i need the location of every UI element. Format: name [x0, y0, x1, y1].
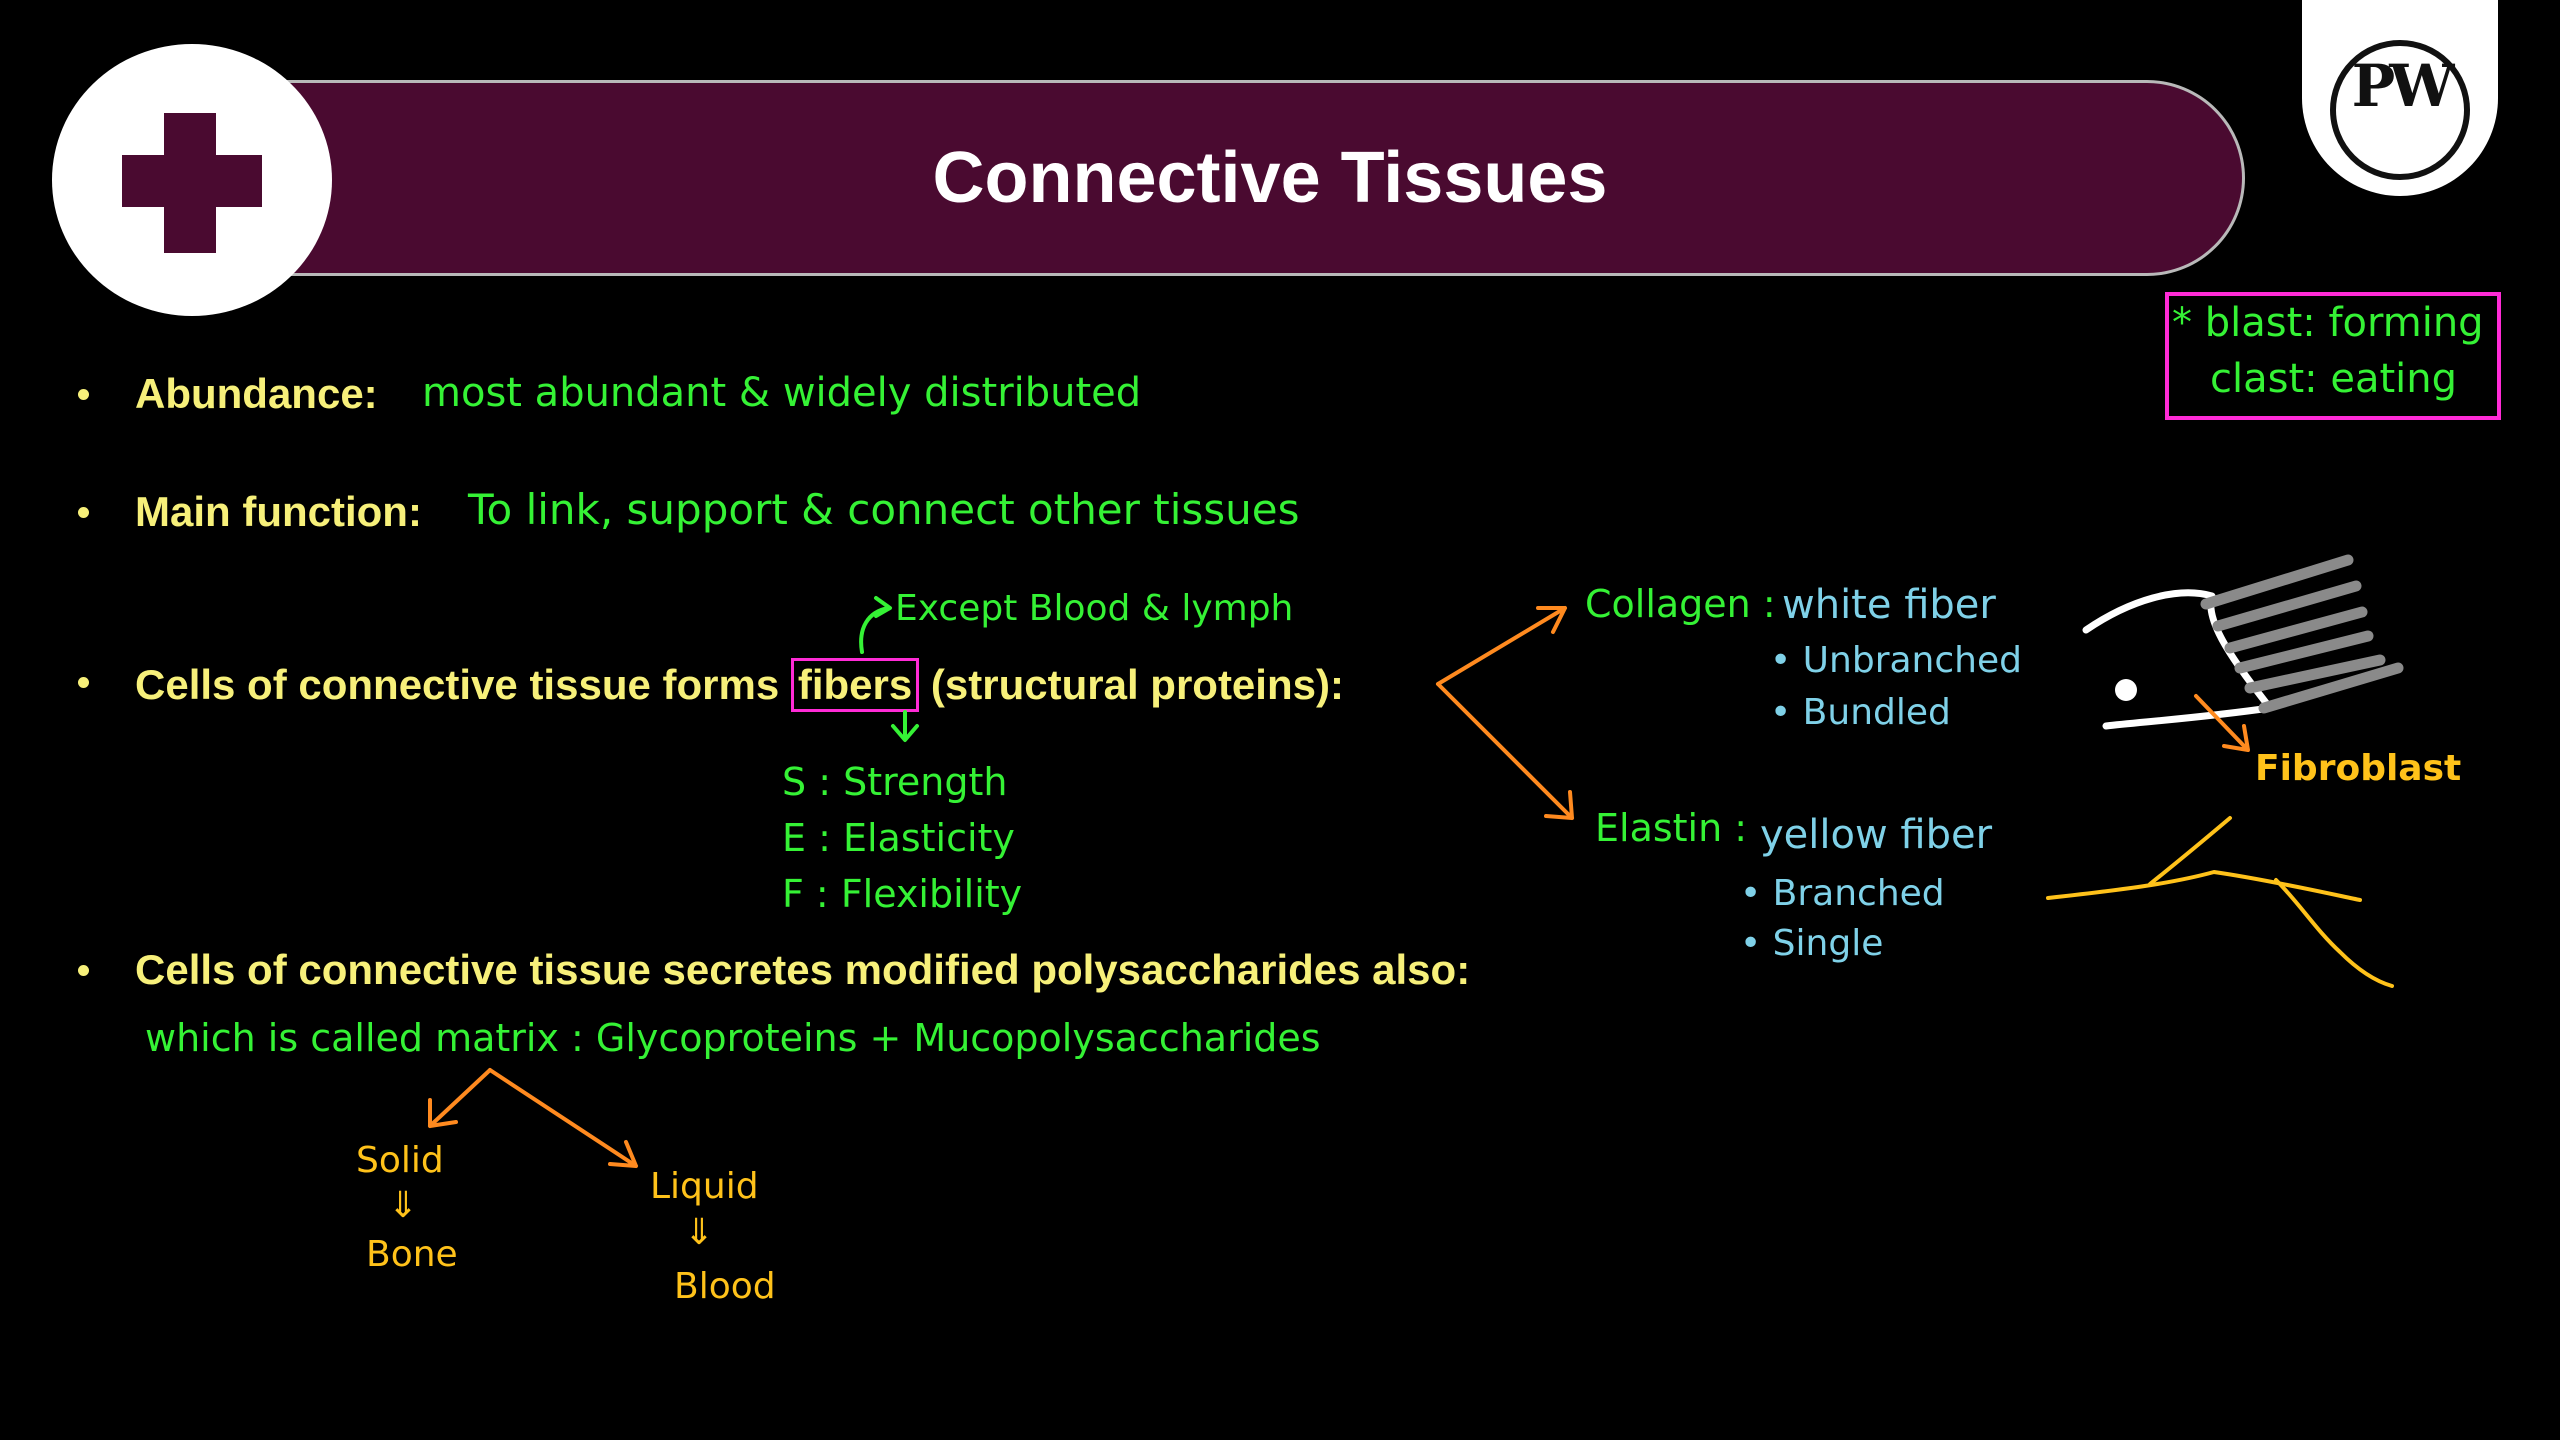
- matrix-liquid-arrow: ⇓: [684, 1212, 715, 1253]
- bullet-abundance-label: Abundance:: [135, 370, 378, 417]
- bullet-dot: [78, 677, 89, 688]
- collagen-fiber-3: [2224, 606, 2368, 654]
- bullet-dot: [78, 389, 89, 400]
- elastin-point-1: • Branched: [1740, 873, 1945, 914]
- fibers-highlight: fibers: [790, 658, 920, 712]
- pw-logo-text: PW: [2351, 52, 2455, 120]
- matrix-blood: Blood: [674, 1266, 776, 1307]
- collagen-label: Collagen :: [1585, 582, 1776, 626]
- bullet-function-label: Main function:: [135, 488, 422, 535]
- fibroblast-nucleus: [2115, 679, 2137, 701]
- note-blast: * blast: forming: [2172, 300, 2484, 346]
- note-box: [2165, 292, 2501, 420]
- collagen-fiber-1: [2200, 554, 2354, 610]
- bullet-dot: [78, 965, 89, 976]
- elastin-fiber-branch-1: [2148, 816, 2232, 886]
- matrix-solid-arrow: ⇓: [388, 1185, 419, 1226]
- matrix-solid: Solid: [356, 1140, 444, 1181]
- collagen-fiber-4: [2234, 630, 2374, 674]
- except-arrow: [859, 606, 890, 654]
- title-banner: [200, 80, 2245, 276]
- pw-logo-ring: [2330, 40, 2470, 180]
- bullet-fibers-before: Cells of connective tissue forms: [135, 661, 780, 708]
- elastin-fiber-branch-2: [2274, 878, 2394, 988]
- elastin-arrow: [1436, 682, 1574, 820]
- collagen-point-2: • Bundled: [1770, 692, 1951, 733]
- sef-strength: S : Strength: [782, 760, 1008, 804]
- collagen-fiber-6: [2258, 662, 2404, 714]
- bullet-secretes: Cells of connective tissue secretes modi…: [135, 946, 1471, 993]
- fibers-down-arrow: [891, 710, 919, 742]
- page-title: Connective Tissues: [932, 138, 1608, 218]
- sef-elasticity: E : Elasticity: [782, 816, 1015, 860]
- bullet-abundance-note: most abundant & widely distributed: [422, 370, 1142, 416]
- fibroblast-label: Fibroblast: [2255, 748, 2462, 789]
- fibroblast-cell: [2082, 589, 2274, 730]
- plus-icon-bar: [122, 155, 262, 207]
- matrix-liquid: Liquid: [650, 1166, 759, 1207]
- bullet-fibers-after: (structural proteins):: [930, 661, 1344, 708]
- collagen-fiber-5: [2244, 654, 2386, 694]
- sef-flexibility: F : Flexibility: [782, 872, 1023, 916]
- collagen-fiber-2: [2212, 580, 2362, 632]
- except-arrow-head: [874, 596, 892, 618]
- matrix-bone: Bone: [366, 1234, 458, 1275]
- note-clast: clast: eating: [2210, 356, 2457, 402]
- elastin-fiber-main: [2046, 870, 2362, 902]
- matrix-line: which is called matrix : Glycoproteins +…: [145, 1016, 1321, 1060]
- collagen-arrow: [1436, 606, 1567, 686]
- bullet-dot: [78, 507, 89, 518]
- elastin-label: Elastin :: [1595, 806, 1748, 850]
- bullet-fibers: Cells of connective tissue forms fibers …: [135, 658, 1344, 712]
- except-annotation: Except Blood & lymph: [895, 588, 1294, 629]
- elastin-point-2: • Single: [1740, 923, 1884, 964]
- collagen-point-1: • Unbranched: [1770, 640, 2022, 681]
- elastin-desc: yellow fiber: [1760, 812, 1993, 858]
- solid-arrow: [428, 1068, 492, 1128]
- liquid-arrow: [488, 1068, 638, 1168]
- bullet-function-note: To link, support & connect other tissues: [468, 485, 1300, 534]
- collagen-desc: white fiber: [1782, 582, 1996, 628]
- fibroblast-pointer: [2194, 694, 2250, 752]
